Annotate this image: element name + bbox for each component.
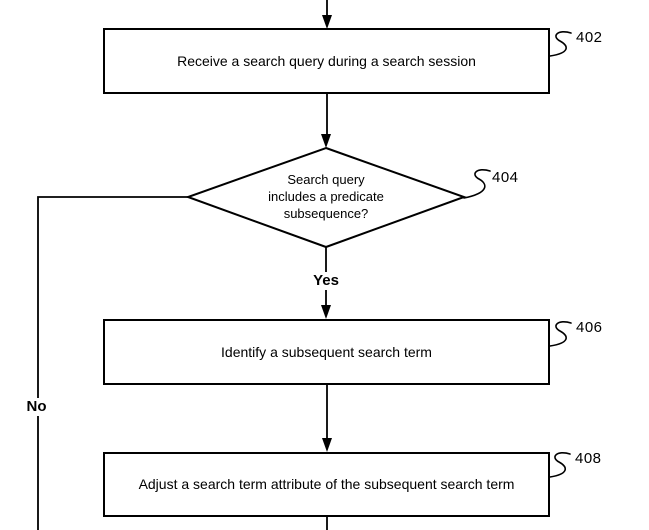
decision-predicate-subsequence-label: Search query includes a predicate subseq… [226,171,426,222]
ref-number-404: 404 [492,169,519,186]
step-receive-search-query: Receive a search query during a search s… [103,28,550,94]
step-adjust-term-attribute-label: Adjust a search term attribute of the su… [138,476,515,492]
arrowhead-into-402 [322,15,332,29]
arrowhead-into-406 [321,305,331,319]
decision-label-line1: Search query [287,172,365,187]
ref-leader-408 [549,452,571,478]
decision-label-line2: includes a predicate [268,189,384,204]
ref-leader-402 [549,31,572,57]
arrowhead-into-408 [322,438,332,452]
step-receive-search-query-label: Receive a search query during a search s… [177,52,476,69]
arrowhead-into-404 [321,134,331,148]
connector-no-branch [37,196,188,530]
ref-leader-404 [463,169,491,199]
branch-label-no: No [20,398,53,416]
ref-leader-406 [549,321,572,347]
branch-label-yes: Yes [307,272,345,290]
ref-number-402: 402 [576,29,603,46]
ref-number-406: 406 [576,319,603,336]
ref-number-408: 408 [575,450,602,467]
decision-diamond-shape [185,146,467,249]
step-adjust-term-attribute: Adjust a search term attribute of the su… [103,452,550,517]
decision-label-line3: subsequence? [283,206,369,221]
step-identify-subsequent-term: Identify a subsequent search term [103,319,550,385]
step-identify-subsequent-term-label: Identify a subsequent search term [221,343,432,360]
